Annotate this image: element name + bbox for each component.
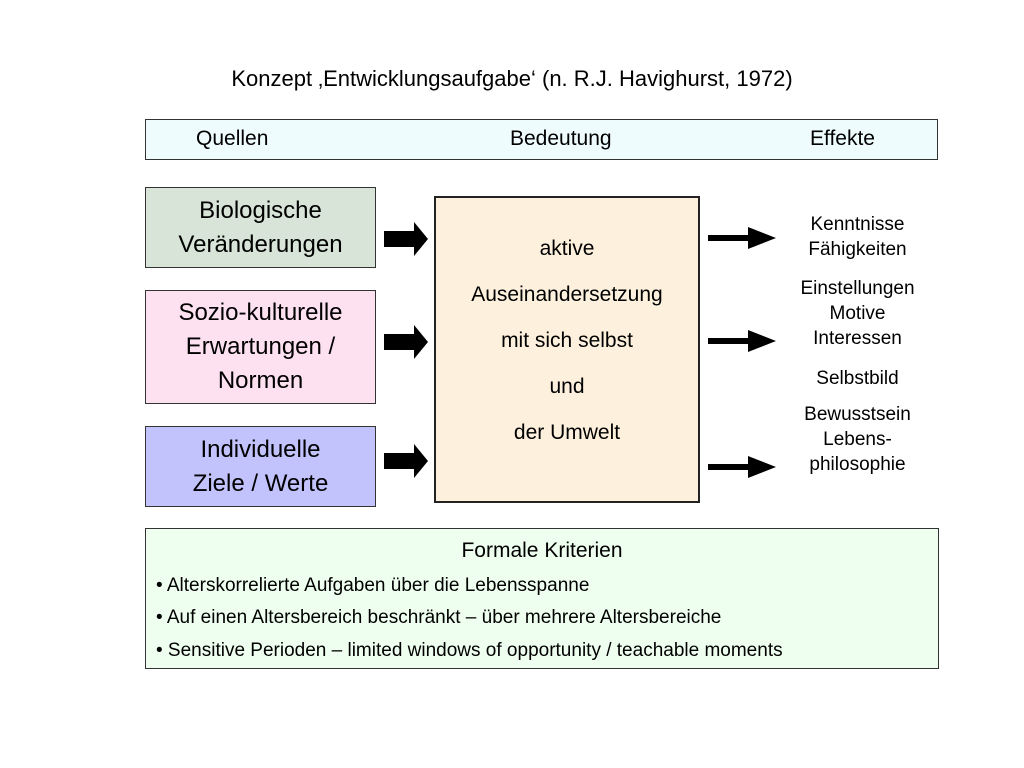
source-sociocultural-line1: Sozio-kulturelle (178, 299, 343, 326)
criteria-title: Formale Kriterien (461, 539, 623, 562)
arrow-right-icon (384, 444, 428, 478)
effect-item: Lebens- (823, 429, 892, 450)
source-biological-line2: Veränderungen (178, 230, 343, 258)
effect-item: Selbstbild (816, 368, 899, 389)
effect-item: Kenntnisse (810, 214, 905, 235)
effects-group-awareness: Bewusstsein Lebens- philosophie (775, 402, 940, 477)
header-quellen: Quellen (196, 127, 269, 150)
header-effekte: Effekte (810, 127, 875, 150)
source-individual: Individuelle Ziele / Werte (145, 426, 376, 507)
effect-item: philosophie (809, 454, 906, 475)
source-sociocultural: Sozio-kulturelle Erwartungen / Normen (145, 290, 376, 404)
center-line: Auseinandersetzung (471, 283, 663, 306)
arrow-right-icon (708, 456, 776, 478)
criteria-item: • Sensitive Perioden – limited windows o… (156, 640, 783, 661)
criteria-item: • Alterskorrelierte Aufgaben über die Le… (156, 575, 590, 596)
effects-group-attitudes: Einstellungen Motive Interessen (775, 276, 940, 351)
source-sociocultural-line2: Erwartungen / (185, 333, 336, 360)
source-individual-line1: Individuelle (200, 435, 321, 463)
criteria-box: Formale Kriterien • Alterskorrelierte Au… (145, 528, 939, 669)
center-line: aktive (539, 237, 595, 260)
source-biological: Biologische Veränderungen (145, 187, 376, 268)
source-sociocultural-line3: Normen (217, 367, 304, 394)
center-box: aktive Auseinandersetzung mit sich selbs… (434, 196, 700, 503)
arrow-right-icon (384, 222, 428, 256)
effect-item: Motive (829, 303, 886, 324)
effect-item: Bewusstsein (804, 404, 911, 425)
effect-item: Interessen (813, 328, 902, 349)
source-individual-line2: Ziele / Werte (192, 469, 329, 497)
effect-item: Fähigkeiten (808, 239, 907, 260)
arrow-right-icon (384, 325, 428, 359)
effects-group-selfimage: Selbstbild (775, 366, 940, 391)
center-line: und (549, 375, 585, 398)
criteria-item: • Auf einen Altersbereich beschränkt – ü… (156, 607, 722, 628)
effects-group-skills: Kenntnisse Fähigkeiten (775, 212, 940, 262)
arrow-right-icon (708, 330, 776, 352)
source-biological-line1: Biologische (199, 196, 322, 224)
diagram-title: Konzept ‚Entwicklungsaufgabe‘ (n. R.J. H… (231, 66, 793, 91)
arrow-right-icon (708, 227, 776, 249)
effect-item: Einstellungen (800, 278, 915, 299)
center-line: der Umwelt (513, 421, 621, 444)
header-bedeutung: Bedeutung (510, 127, 612, 150)
header-bar (145, 119, 938, 160)
center-line: mit sich selbst (501, 329, 633, 352)
